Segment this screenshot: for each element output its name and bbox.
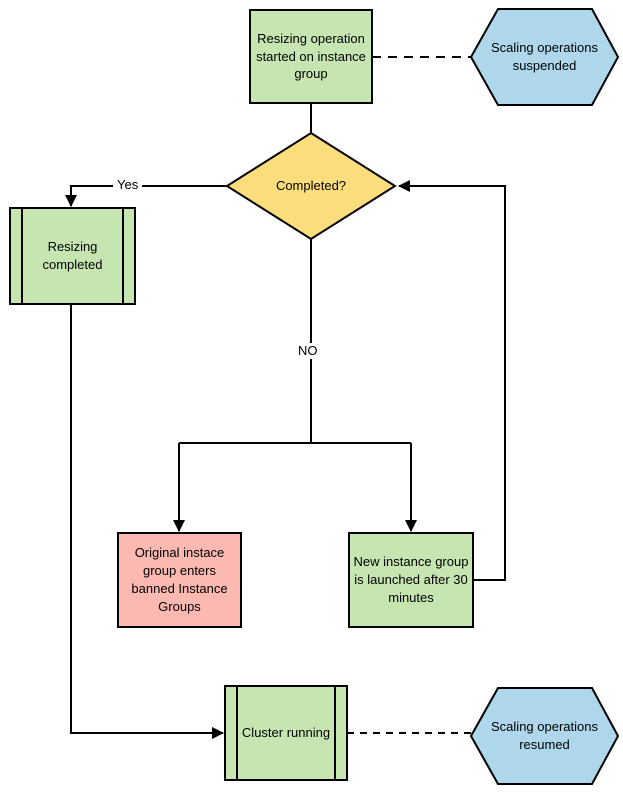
- resumed-hexagon-shape: [469, 687, 620, 785]
- completed-decision-shape: [225, 131, 397, 241]
- resizing-completed-inner-bars: [21, 209, 124, 303]
- cluster-running-rect: [224, 685, 348, 781]
- banned-node-shape: [117, 532, 242, 628]
- connectors-group: [65, 56, 506, 739]
- connector-yes-to-resizing-completed: [65, 185, 227, 207]
- connector-resizing-completed-to-cluster: [70, 304, 224, 739]
- cluster-running-inner-bars: [236, 687, 336, 779]
- connector-new-instance-to-completed: [398, 180, 506, 581]
- resizing-completed-rect: [9, 207, 136, 305]
- start-node-shape: [249, 9, 373, 104]
- resizing-completed-shape: [9, 207, 136, 305]
- cluster-running-shape: [224, 685, 348, 781]
- new-instance-node-shape: [348, 532, 474, 628]
- suspended-hexagon-shape: [469, 8, 620, 106]
